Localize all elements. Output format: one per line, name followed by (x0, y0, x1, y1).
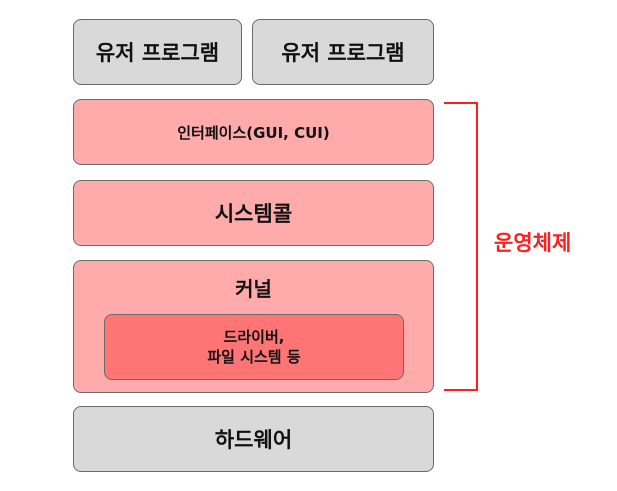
operating-system-label: 운영체제 (494, 231, 572, 255)
kernel-layer-title: 커널 (235, 277, 272, 301)
interface-layer-label: 인터페이스(GUI, CUI) (177, 123, 330, 142)
user-program-label-2: 유저 프로그램 (281, 41, 405, 65)
driver-filesystem-label: 드라이버, 파일 시스템 등 (207, 328, 301, 366)
hardware-layer-label: 하드웨어 (214, 428, 293, 452)
user-program-box-2: 유저 프로그램 (252, 19, 434, 85)
operating-system-bracket (444, 102, 478, 391)
system-call-layer-label: 시스템콜 (214, 202, 293, 226)
kernel-layer-box: 커널 드라이버, 파일 시스템 등 (73, 260, 434, 393)
user-program-box-1: 유저 프로그램 (73, 19, 242, 85)
driver-filesystem-box: 드라이버, 파일 시스템 등 (104, 314, 404, 380)
hardware-layer-box: 하드웨어 (73, 406, 434, 472)
user-program-label-1: 유저 프로그램 (95, 41, 220, 65)
system-call-layer-box: 시스템콜 (73, 180, 434, 246)
interface-layer-box: 인터페이스(GUI, CUI) (73, 99, 434, 165)
